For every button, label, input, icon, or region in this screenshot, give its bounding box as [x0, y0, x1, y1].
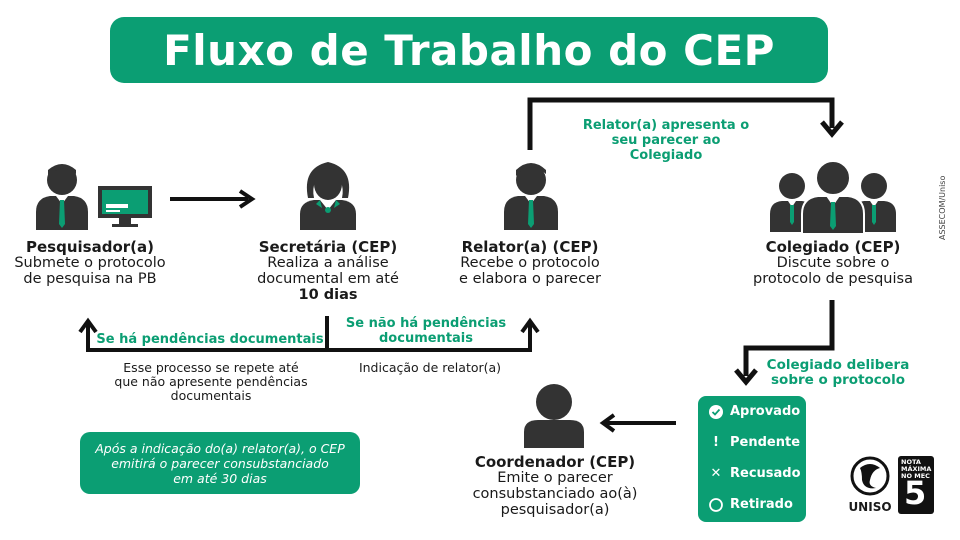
role-name: Colegiado (CEP) — [765, 238, 901, 256]
nota-line: NO MEC — [901, 472, 930, 480]
role-desc: Recebe o protocolo — [460, 255, 600, 271]
researcher-icon — [36, 164, 152, 230]
role-name: Pesquisador(a) — [26, 238, 154, 256]
label-line: Relator(a) apresenta o — [582, 118, 750, 133]
rapporteur-icon — [504, 163, 558, 230]
status-label: Retirado — [730, 497, 793, 512]
label-delibera: Colegiado delibera sobre o protocolo — [756, 358, 920, 388]
role-secretaria: Secretária (CEP) Realiza a análise docum… — [238, 239, 418, 303]
status-list: Aprovado ! Pendente ✕ Recusado Retirado — [698, 396, 806, 522]
role-desc: documental em até — [257, 271, 399, 287]
label-line: Colegiado delibera — [766, 357, 910, 373]
nota-number: 5 — [904, 474, 927, 512]
title-banner: Fluxo de Trabalho do CEP — [110, 17, 828, 83]
role-desc: de pesquisa na PB — [23, 271, 157, 287]
arrow-status-coordenador — [599, 413, 676, 433]
arrow-pendencias-loop — [78, 316, 540, 352]
secretary-icon — [300, 162, 356, 230]
status-item-pendente: ! Pendente — [708, 435, 800, 450]
role-desc: e elabora o parecer — [459, 271, 601, 287]
committee-icon — [770, 160, 896, 234]
label-line: documentais — [379, 331, 473, 346]
label-line: Colegiado — [629, 148, 703, 163]
nota-line: NOTA — [901, 458, 921, 466]
role-desc: protocolo de pesquisa — [753, 271, 913, 287]
info-line: emitirá o parecer consubstanciado — [111, 455, 329, 471]
status-label: Pendente — [730, 435, 801, 450]
role-desc: Emite o parecer — [497, 470, 613, 486]
uniso-logo: UNISO — [846, 456, 894, 514]
role-name: Secretária (CEP) — [258, 238, 398, 256]
role-desc: consubstanciado ao(à) — [472, 486, 638, 502]
note-line: que não apresente pendências — [114, 374, 308, 389]
info-line: em até 30 dias — [173, 470, 267, 486]
page-title: Fluxo de Trabalho do CEP — [163, 25, 775, 75]
role-pesquisador: Pesquisador(a) Submete o protocolo de pe… — [0, 239, 180, 287]
role-deadline: 10 dias — [298, 287, 358, 303]
circle-icon — [708, 497, 724, 512]
label-sem-pendencias: Se não há pendências documentais — [336, 316, 516, 346]
nota-maxima-logo: NOTA MÁXIMA NO MEC 5 — [898, 456, 934, 514]
role-desc: Submete o protocolo — [14, 255, 166, 271]
info-line: Após a indicação do(a) relator(a), o CEP — [95, 440, 345, 456]
note-line: Esse processo se repete até — [123, 360, 299, 375]
label-pendencias: Se há pendências documentais — [96, 332, 324, 347]
check-circle-icon — [708, 404, 724, 419]
label-line: sobre o protocolo — [771, 372, 905, 388]
arrow-colegiado-delibera — [734, 300, 835, 386]
uniso-seal-icon — [850, 456, 890, 496]
arrow-pesquisador-secretaria — [170, 189, 256, 209]
role-name: Coordenador (CEP) — [474, 453, 636, 471]
status-label: Recusado — [730, 466, 801, 481]
label-relator-apresenta: Relator(a) apresenta o seu parecer ao Co… — [560, 118, 772, 163]
label-line: seu parecer ao — [611, 133, 721, 148]
coordinator-icon — [524, 384, 584, 448]
x-icon: ✕ — [710, 466, 722, 481]
role-colegiado: Colegiado (CEP) Discute sobre o protocol… — [738, 239, 928, 287]
role-coordenador: Coordenador (CEP) Emite o parecer consub… — [460, 454, 650, 518]
credit-text: ASSECOM/Uniso — [938, 175, 947, 240]
role-desc: pesquisador(a) — [500, 502, 610, 518]
note-line: documentais — [170, 388, 252, 403]
note-indicacao: Indicação de relator(a) — [358, 360, 502, 375]
status-label: Aprovado — [730, 404, 801, 419]
role-relator: Relator(a) (CEP) Recebe o protocolo e el… — [440, 239, 620, 287]
note-repete: Esse processo se repete até que não apre… — [106, 361, 316, 403]
role-desc: Realiza a análise — [267, 255, 389, 271]
status-item-aprovado: Aprovado — [708, 404, 800, 419]
status-item-recusado: ✕ Recusado — [708, 466, 801, 481]
arrow-relator-colegiado — [527, 97, 844, 150]
exclamation-icon: ! — [713, 435, 719, 450]
nota-text: NOTA MÁXIMA NO MEC — [901, 459, 931, 480]
uniso-label: UNISO — [848, 500, 892, 514]
nota-line: MÁXIMA — [901, 465, 932, 473]
info-box: Após a indicação do(a) relator(a), o CEP… — [80, 432, 360, 494]
label-line: Se não há pendências — [345, 316, 507, 331]
role-name: Relator(a) (CEP) — [461, 238, 599, 256]
status-item-retirado: Retirado — [708, 497, 793, 512]
role-desc: Discute sobre o — [776, 255, 890, 271]
